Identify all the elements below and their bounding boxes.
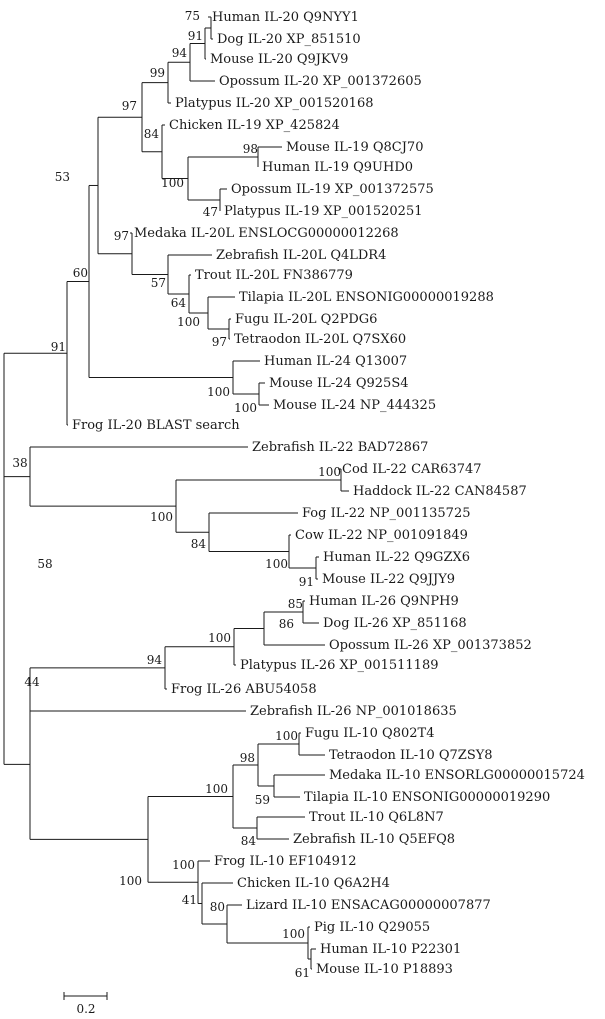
leaf-label-L12: Zebrafish IL-20L Q4LDR4	[216, 248, 386, 263]
bootstrap-value-n_fugtet: 97	[212, 335, 227, 349]
leaf-label-L2: Dog IL-20 XP_851510	[217, 32, 361, 47]
leaf-label-L23: Haddock IL-22 CAN84587	[353, 484, 527, 499]
leaf-label-L3: Mouse IL-20 Q9JKV9	[210, 52, 348, 67]
bootstrap-value-n_tilfug: 100	[177, 315, 200, 329]
leaf-label-L45: Mouse IL-10 P18893	[316, 962, 453, 977]
leaf-label-L32: Frog IL-26 ABU54058	[171, 682, 317, 697]
leaf-label-L16: Tetraodon IL-20L Q7SX60	[234, 332, 406, 347]
bootstrap-value-n_il22b: 100	[150, 510, 173, 524]
bootstrap-value-n_fish10: 100	[205, 782, 228, 796]
bootstrap-value-n_hdmo: 94	[172, 46, 188, 60]
leaf-label-L14: Tilapia IL-20L ENSONIG00000019288	[239, 290, 494, 305]
leaf-label-L6: Chicken IL-19 XP_425824	[169, 118, 340, 133]
scale-bar: 0.2	[63, 992, 108, 1016]
bootstrap-value-n_il20l: 97	[114, 229, 129, 243]
bootstrap-value-n_mam_fish: 53	[55, 170, 70, 184]
leaf-label-L20: Frog IL-20 BLAST search	[72, 418, 240, 433]
leaf-label-L34: Fugu IL-10 Q802T4	[305, 726, 434, 741]
leaf-label-L28: Human IL-26 Q9NPH9	[309, 594, 459, 609]
leaf-label-L11: Medaka IL-20L ENSLOCG00000012268	[134, 226, 399, 241]
bootstrap-value-n_fish10a: 98	[240, 751, 255, 765]
bootstrap-value-n_26mam: 100	[208, 631, 231, 645]
leaf-label-L25: Cow IL-22 NP_001091849	[295, 528, 468, 543]
leaf-label-L42: Lizard IL-10 ENSACAG00000007877	[246, 898, 491, 913]
bootstrap-value-n_19mam: 100	[161, 176, 184, 190]
leaf-label-L15: Fugu IL-20L Q2PDG6	[235, 312, 377, 327]
leaf-label-L44: Human IL-10 P22301	[320, 942, 461, 957]
leaf-label-L38: Trout IL-10 Q6L8N7	[309, 810, 444, 825]
leaf-label-L17: Human IL-24 Q13007	[264, 354, 407, 369]
leaf-label-L9: Opossum IL-19 XP_001372575	[231, 182, 434, 197]
bootstrap-value-n_chk10: 41	[182, 893, 197, 907]
leaf-label-L19: Mouse IL-24 NP_444325	[273, 398, 436, 413]
bootstrap-value-n_19op: 47	[203, 205, 218, 219]
bootstrap-value-n_il10: 100	[119, 874, 142, 888]
bootstrap-value-n_with24: 60	[73, 266, 88, 280]
leaf-label-L13: Trout IL-20L FN386779	[195, 268, 353, 283]
leaf-label-L8: Human IL-19 Q9UHD0	[262, 160, 413, 175]
bootstrap-value-n_codhad: 100	[318, 465, 341, 479]
scale-bar-label: 0.2	[76, 1002, 95, 1016]
bootstrap-value-n_26frog: 94	[147, 653, 163, 667]
leaf-label-L43: Pig IL-10 Q29055	[314, 920, 430, 935]
leaf-label-L18: Mouse IL-24 Q925S4	[269, 376, 409, 391]
bootstrap-value-n_26op: 86	[279, 617, 294, 631]
leaf-label-L35: Tetraodon IL-10 Q7ZSY8	[329, 748, 493, 763]
bootstrap-value-n_pig10: 100	[282, 927, 305, 941]
bootstrap-value-n_frog10: 100	[172, 858, 195, 872]
bootstrap-value-n_fugtet10: 100	[275, 729, 298, 743]
bootstrap-value-n_hm10: 61	[295, 966, 310, 980]
bootstrap-value-n_hm22: 91	[299, 575, 314, 589]
bootstrap-value-n_il20fam: 91	[51, 340, 66, 354]
bootstrap-value-n_troutzeb10: 84	[241, 834, 257, 848]
tree-branches	[3, 16, 349, 970]
bootstrap-value-n_il2019: 97	[122, 99, 137, 113]
leaf-label-L33: Zebrafish IL-26 NP_001018635	[250, 704, 457, 719]
bootstrap-value-n_mouse24: 100	[234, 401, 257, 415]
bootstrap-value-n_medtil10: 59	[255, 793, 270, 807]
leaf-label-L5: Platypus IL-20 XP_001520168	[175, 96, 374, 111]
bootstrap-labels: 7591949998471008497971006457975310010060…	[12, 9, 341, 980]
leaf-label-L24: Fog IL-22 NP_001135725	[302, 506, 471, 521]
leaf-label-L7: Mouse IL-19 Q8CJ70	[286, 140, 423, 155]
bootstrap-value-n_il20: 99	[150, 66, 165, 80]
leaf-label-L10: Platypus IL-19 XP_001520251	[224, 204, 423, 219]
leaf-label-L31: Platypus IL-26 XP_001511189	[240, 658, 439, 673]
bootstrap-value-n_hd: 75	[185, 9, 200, 23]
bootstrap-value-n_zeb: 57	[151, 276, 166, 290]
bootstrap-value-n_26hd: 85	[288, 597, 303, 611]
leaf-label-L21: Zebrafish IL-22 BAD72867	[252, 440, 428, 455]
bootstrap-value-n_liz10: 80	[210, 900, 225, 914]
leaf-label-L30: Opossum IL-26 XP_001373852	[329, 638, 532, 653]
bootstrap-value-n_il2022: 38	[12, 456, 27, 470]
leaf-label-L29: Dog IL-26 XP_851168	[323, 616, 467, 631]
bootstrap-value-n_cow22: 100	[265, 557, 288, 571]
bootstrap-value-n_hdm: 91	[188, 29, 203, 43]
bootstrap-value-n_fog22: 84	[191, 537, 207, 551]
leaf-label-L22: Cod IL-22 CAR63747	[342, 462, 482, 477]
leaf-label-L4: Opossum IL-20 XP_001372605	[219, 74, 422, 89]
leaf-label-L37: Tilapia IL-10 ENSONIG00000019290	[304, 790, 550, 805]
bootstrap-value-n_19mh: 98	[243, 142, 258, 156]
leaf-label-L41: Chicken IL-10 Q6A2H4	[237, 876, 390, 891]
leaf-label-L40: Frog IL-10 EF104912	[214, 854, 357, 869]
leaf-label-L27: Mouse IL-22 Q9JJY9	[322, 572, 455, 587]
bootstrap-value-n_il19: 84	[144, 127, 160, 141]
leaf-label-L26: Human IL-22 Q9GZX6	[323, 550, 470, 565]
leaf-label-L36: Medaka IL-10 ENSORLG00000015724	[329, 768, 585, 783]
bootstrap-value-n_il26: 44	[24, 675, 40, 689]
bootstrap-value-n_trout: 64	[171, 296, 187, 310]
bootstrap-value-n_il24: 100	[207, 385, 230, 399]
bootstrap-value-n_il22: 58	[37, 557, 52, 571]
leaf-label-L39: Zebrafish IL-10 Q5EFQ8	[293, 832, 455, 847]
leaf-label-L1: Human IL-20 Q9NYY1	[212, 10, 359, 25]
